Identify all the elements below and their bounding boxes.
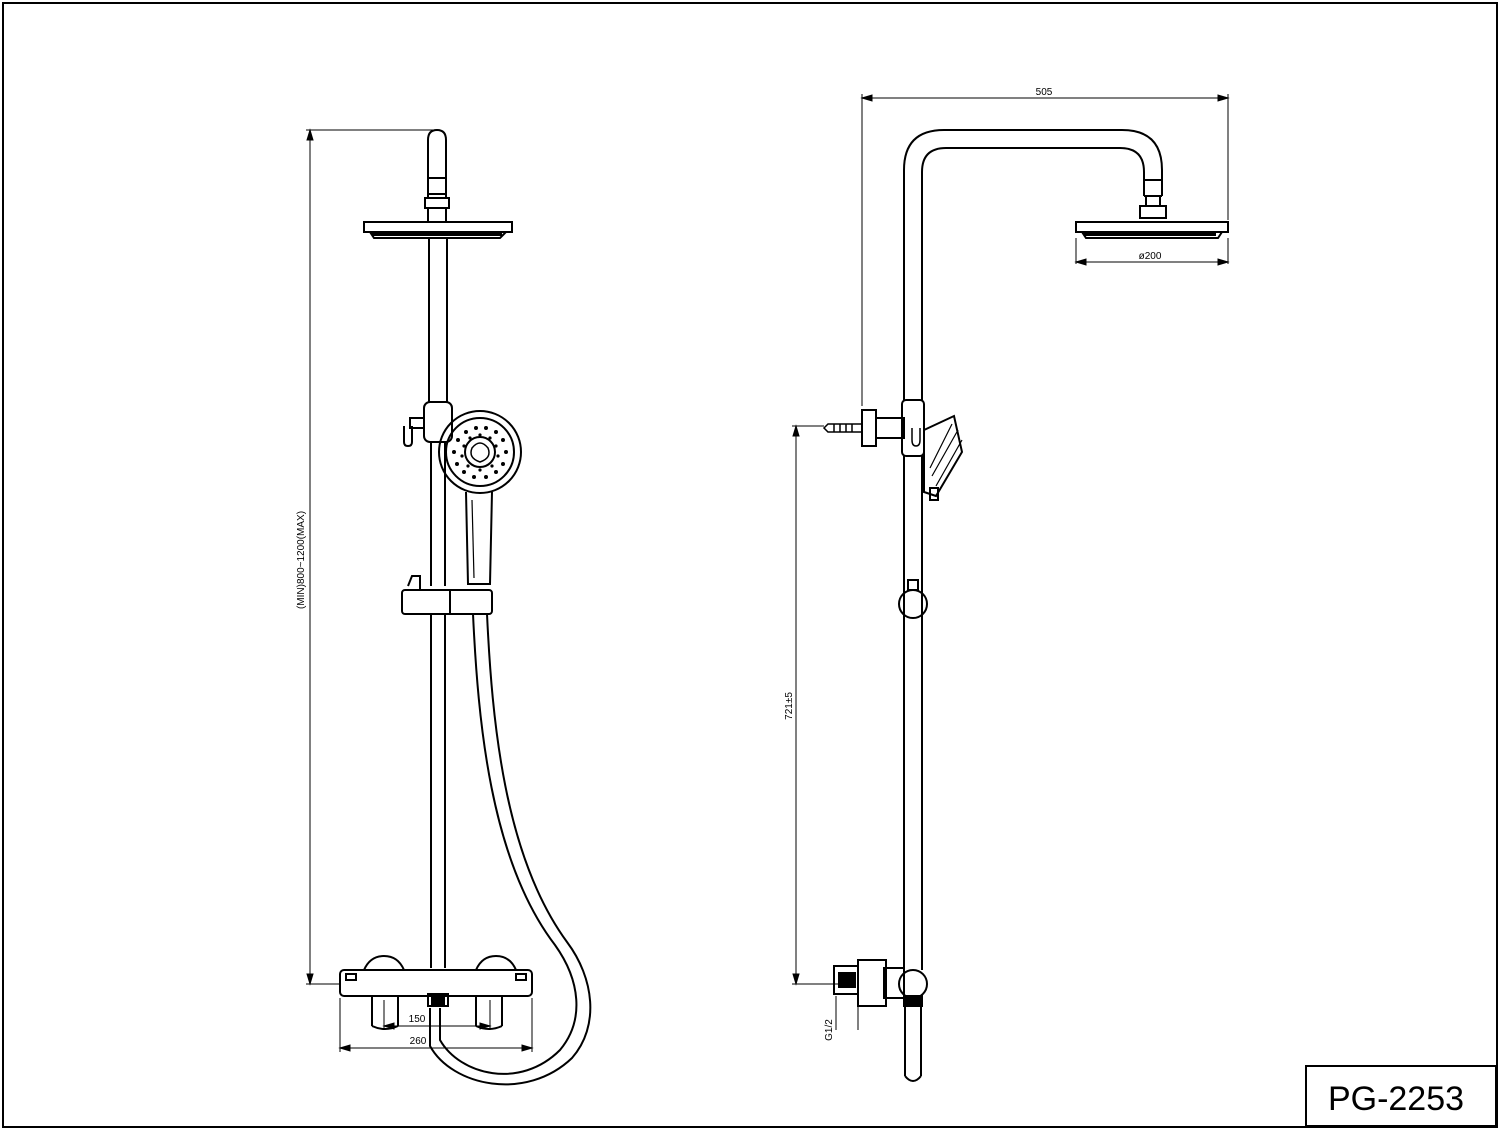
side-view bbox=[833, 129, 1229, 1082]
nozzle-dots bbox=[372, 233, 508, 479]
shower-holder bbox=[401, 589, 493, 615]
rain-shower-head bbox=[363, 221, 513, 233]
mixer-width-label: 260 bbox=[410, 1036, 427, 1047]
wall-anchor bbox=[822, 423, 863, 433]
thermostatic-mixer bbox=[339, 969, 533, 997]
thread-size-label: G1/2 bbox=[824, 1019, 835, 1041]
side-rain-head bbox=[1075, 221, 1229, 233]
front-dimensions bbox=[306, 128, 534, 1052]
shower-arm bbox=[903, 129, 1163, 400]
side-nozzles bbox=[838, 233, 1216, 988]
side-hand-shower bbox=[923, 414, 964, 498]
hand-shower-handle bbox=[465, 491, 493, 585]
side-dimensions bbox=[792, 94, 1230, 1030]
height-dimension-label: (MIN)800~1200(MAX) bbox=[296, 511, 307, 609]
head-diameter-label: ø200 bbox=[1139, 251, 1162, 262]
front-view bbox=[339, 128, 592, 1086]
bracket-height-label: 721±5 bbox=[784, 692, 795, 720]
title-block bbox=[1305, 1065, 1497, 1127]
model-number: PG-2253 bbox=[1328, 1080, 1464, 1118]
inlet-spacing-label: 150 bbox=[409, 1014, 426, 1025]
hand-shower-head bbox=[438, 410, 522, 494]
shower-hose bbox=[439, 613, 578, 1075]
arm-length-label: 505 bbox=[1036, 87, 1053, 98]
